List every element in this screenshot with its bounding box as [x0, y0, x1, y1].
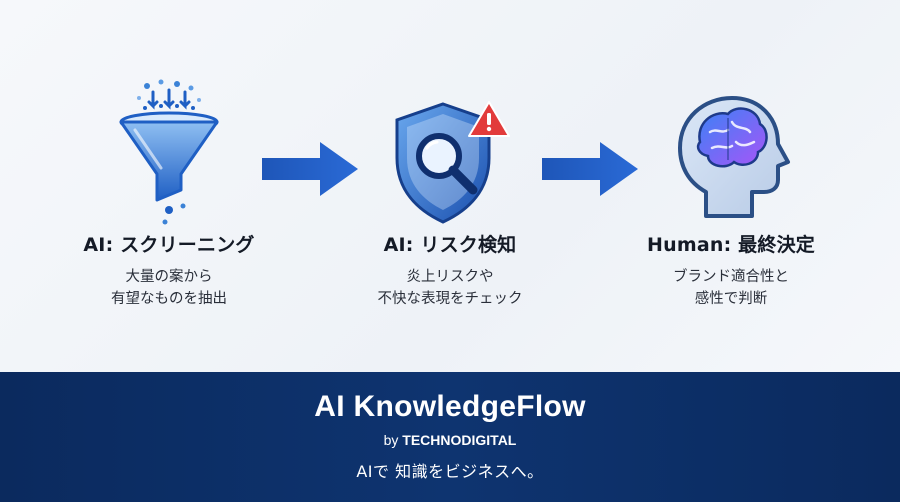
- step-title: AI: リスク検知: [383, 234, 517, 256]
- company-name: TECHNODIGITAL: [402, 432, 517, 448]
- step-desc-line: 大量の案から: [125, 269, 213, 285]
- brand-name: AI KnowledgeFlow: [314, 390, 586, 423]
- shield-magnifier-alert-icon: [385, 98, 515, 232]
- step-title: Human: 最終決定: [647, 234, 815, 256]
- step-desc-line: 感性で判断: [694, 291, 768, 307]
- step-desc-line: 有望なものを抽出: [111, 291, 227, 307]
- funnel-icon: [109, 78, 229, 232]
- step-description: 炎上リスクや 不快な表現をチェック: [325, 266, 575, 310]
- tagline: AIで 知識をビジネスへ。: [356, 462, 544, 481]
- byline-prefix: by: [383, 432, 399, 448]
- brain-head-icon: [666, 92, 796, 224]
- arrow-right-icon: [262, 142, 358, 200]
- footer-banner: AI KnowledgeFlow by TECHNODIGITAL AIで 知識…: [0, 372, 900, 502]
- step-description: 大量の案から 有望なものを抽出: [44, 266, 294, 310]
- byline: by TECHNODIGITAL: [0, 432, 900, 448]
- step-desc-line: 不快な表現をチェック: [377, 291, 523, 307]
- arrow-right-icon: [542, 142, 638, 200]
- step-desc-line: ブランド適合性と: [673, 269, 789, 285]
- step-title: AI: スクリーニング: [83, 234, 255, 256]
- flow-diagram: AI: スクリーニング 大量の案から 有望なものを抽出: [44, 78, 856, 310]
- step-desc-line: 炎上リスクや: [406, 269, 494, 285]
- step-description: ブランド適合性と 感性で判断: [606, 266, 856, 310]
